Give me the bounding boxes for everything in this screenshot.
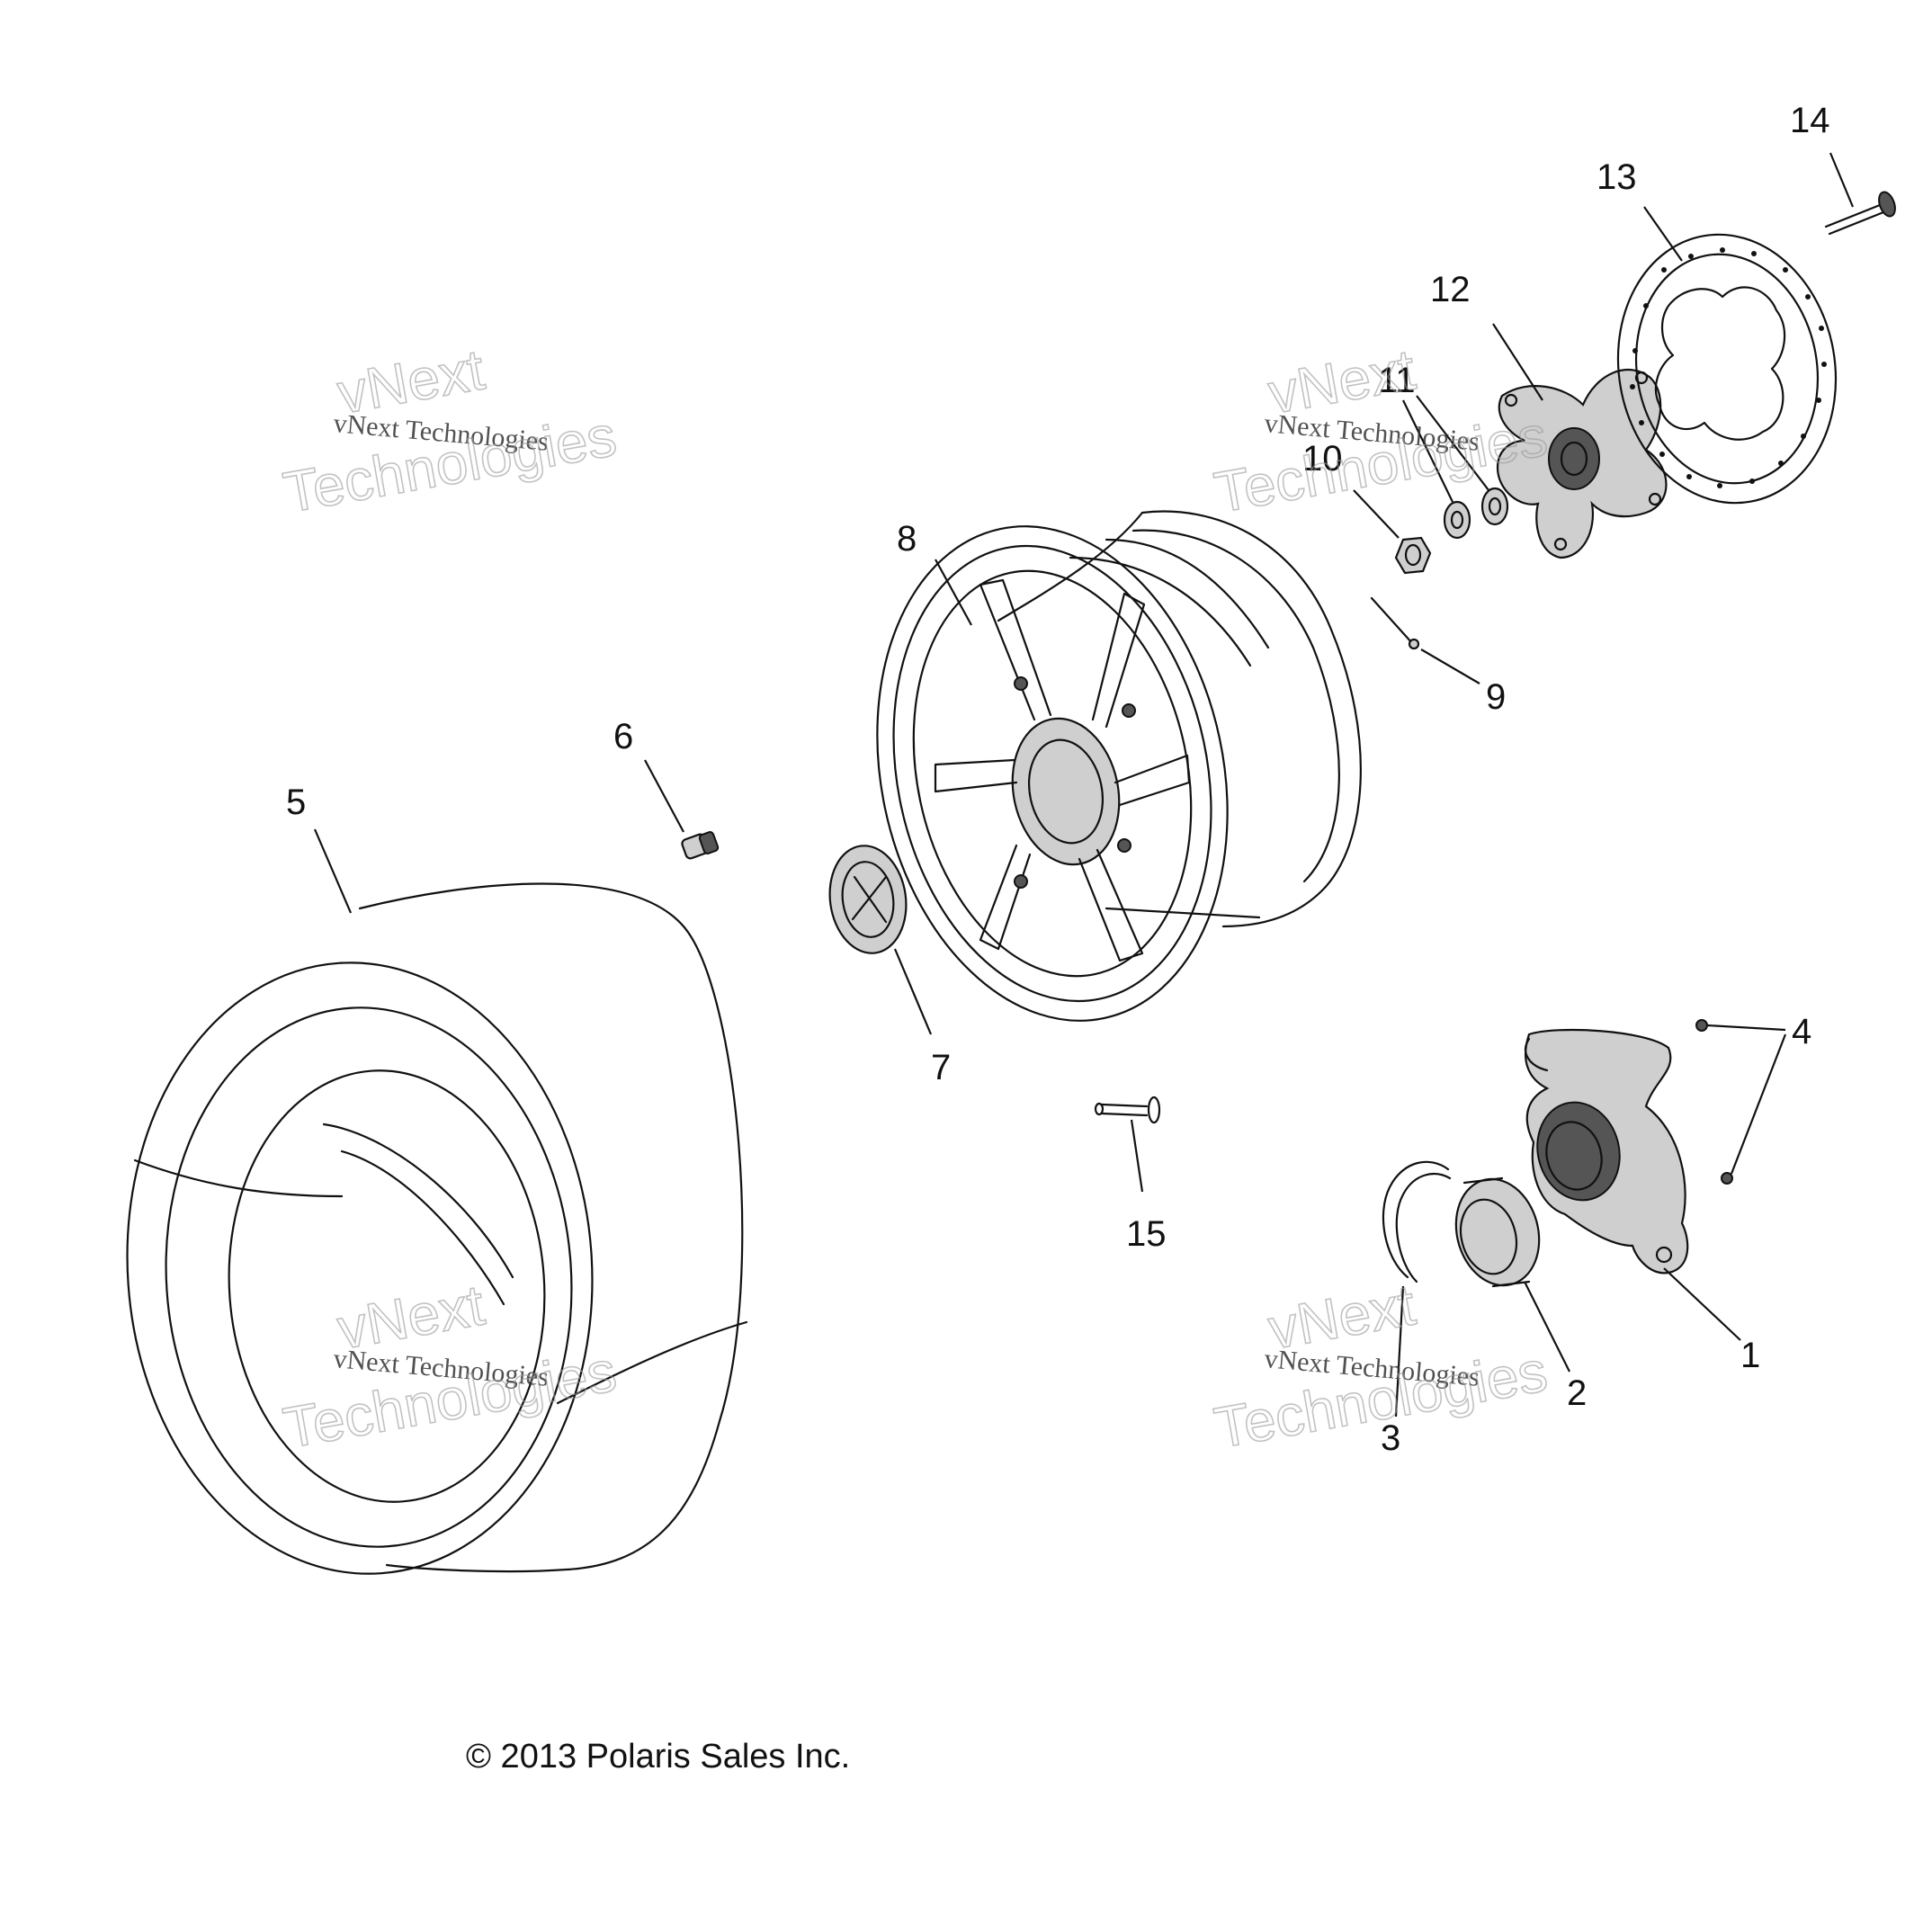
watermark-bottom-right: vNext Technologies vNext Technologies xyxy=(1209,1272,1552,1462)
callout-labels: 1 2 3 4 5 6 7 8 9 10 11 12 13 14 15 xyxy=(286,101,1830,1458)
callout-8: 8 xyxy=(897,519,917,559)
watermark-bottom-left: vNext Technologies vNext Technologies xyxy=(278,1272,622,1462)
callout-9: 9 xyxy=(1486,677,1506,717)
grease-fitting-part xyxy=(1695,1019,1733,1185)
cotter-pin-part xyxy=(1370,596,1420,650)
brake-rotor-part xyxy=(1616,233,1838,505)
castle-nut-part xyxy=(1394,536,1432,575)
svg-text:vNext: vNext xyxy=(1264,336,1420,425)
copyright-text: © 2013 Polaris Sales Inc. xyxy=(466,1738,850,1775)
snap-ring-part xyxy=(1382,1160,1452,1284)
callout-3: 3 xyxy=(1381,1418,1400,1458)
pin-part xyxy=(1094,1096,1161,1124)
callout-4: 4 xyxy=(1792,1012,1811,1051)
watermark-top-left: vNext Technologies vNext Technologies xyxy=(278,336,622,526)
bearing-part xyxy=(1454,1176,1541,1288)
leader-lines xyxy=(313,152,1855,1418)
callout-13: 13 xyxy=(1597,157,1637,197)
callout-14: 14 xyxy=(1790,101,1830,140)
valve-stem-part xyxy=(681,831,720,860)
callout-10: 10 xyxy=(1302,439,1343,479)
knuckle-part xyxy=(1525,1028,1689,1275)
callout-12: 12 xyxy=(1430,270,1471,309)
callout-1: 1 xyxy=(1740,1336,1760,1375)
wheel-part xyxy=(876,510,1362,1022)
callout-7: 7 xyxy=(931,1048,951,1087)
callout-6: 6 xyxy=(613,717,633,756)
washers-part xyxy=(1443,487,1509,540)
bolt-part xyxy=(1824,191,1896,236)
center-cap-part xyxy=(828,845,908,954)
tire-part xyxy=(126,882,748,1575)
hub-part xyxy=(1496,369,1668,559)
svg-text:vNext: vNext xyxy=(333,1272,489,1361)
callout-15: 15 xyxy=(1126,1214,1167,1254)
svg-text:vNext: vNext xyxy=(1264,1272,1420,1361)
svg-text:vNext: vNext xyxy=(333,336,489,425)
callout-2: 2 xyxy=(1567,1373,1587,1413)
callout-5: 5 xyxy=(286,783,306,822)
callout-11: 11 xyxy=(1378,361,1416,400)
